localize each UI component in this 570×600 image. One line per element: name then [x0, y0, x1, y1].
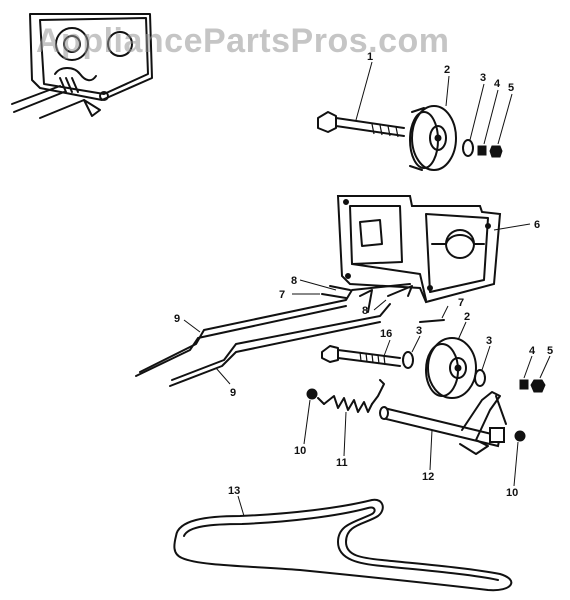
- lower-pulley-group: [306, 337, 546, 455]
- callout-3-lower-left: 3: [416, 325, 422, 337]
- callout-7-left: 7: [279, 289, 285, 301]
- callout-9-upper: 9: [174, 313, 180, 325]
- callout-6: 6: [534, 219, 540, 231]
- bracket-6: [336, 195, 502, 304]
- callout-8-mid: 8: [362, 305, 368, 317]
- callout-13: 13: [228, 485, 240, 497]
- callout-12: 12: [422, 471, 434, 483]
- drive-belt-13: [173, 498, 513, 592]
- callout-11: 11: [336, 457, 348, 469]
- inset-assembly-view: [11, 13, 153, 119]
- callout-labels: 1 2 3 4 5 6 8 7 8 7 9 9 16 3 2 3 4 5 10 …: [174, 51, 553, 499]
- callout-5-upper: 5: [508, 82, 514, 94]
- callout-1: 1: [367, 51, 373, 63]
- callout-2-lower: 2: [464, 311, 470, 323]
- leader-lines: [183, 61, 551, 517]
- callout-4-lower: 4: [529, 345, 536, 357]
- callout-7-right: 7: [458, 297, 464, 309]
- pins-and-clips: [321, 285, 445, 323]
- callout-3-upper: 3: [480, 72, 486, 84]
- callout-10-right: 10: [506, 487, 518, 499]
- callout-2-upper: 2: [444, 64, 450, 76]
- callout-10-left: 10: [294, 445, 306, 457]
- lift-rods-9: [135, 283, 413, 387]
- callout-16: 16: [380, 328, 392, 340]
- spring-11: [317, 379, 385, 413]
- callout-8-left: 8: [291, 275, 297, 287]
- callout-9-lower: 9: [230, 387, 236, 399]
- callout-3-lower-right: 3: [486, 335, 492, 347]
- callout-4-upper: 4: [494, 78, 501, 90]
- callout-5-lower: 5: [547, 345, 553, 357]
- upper-pulley-group: [317, 105, 503, 171]
